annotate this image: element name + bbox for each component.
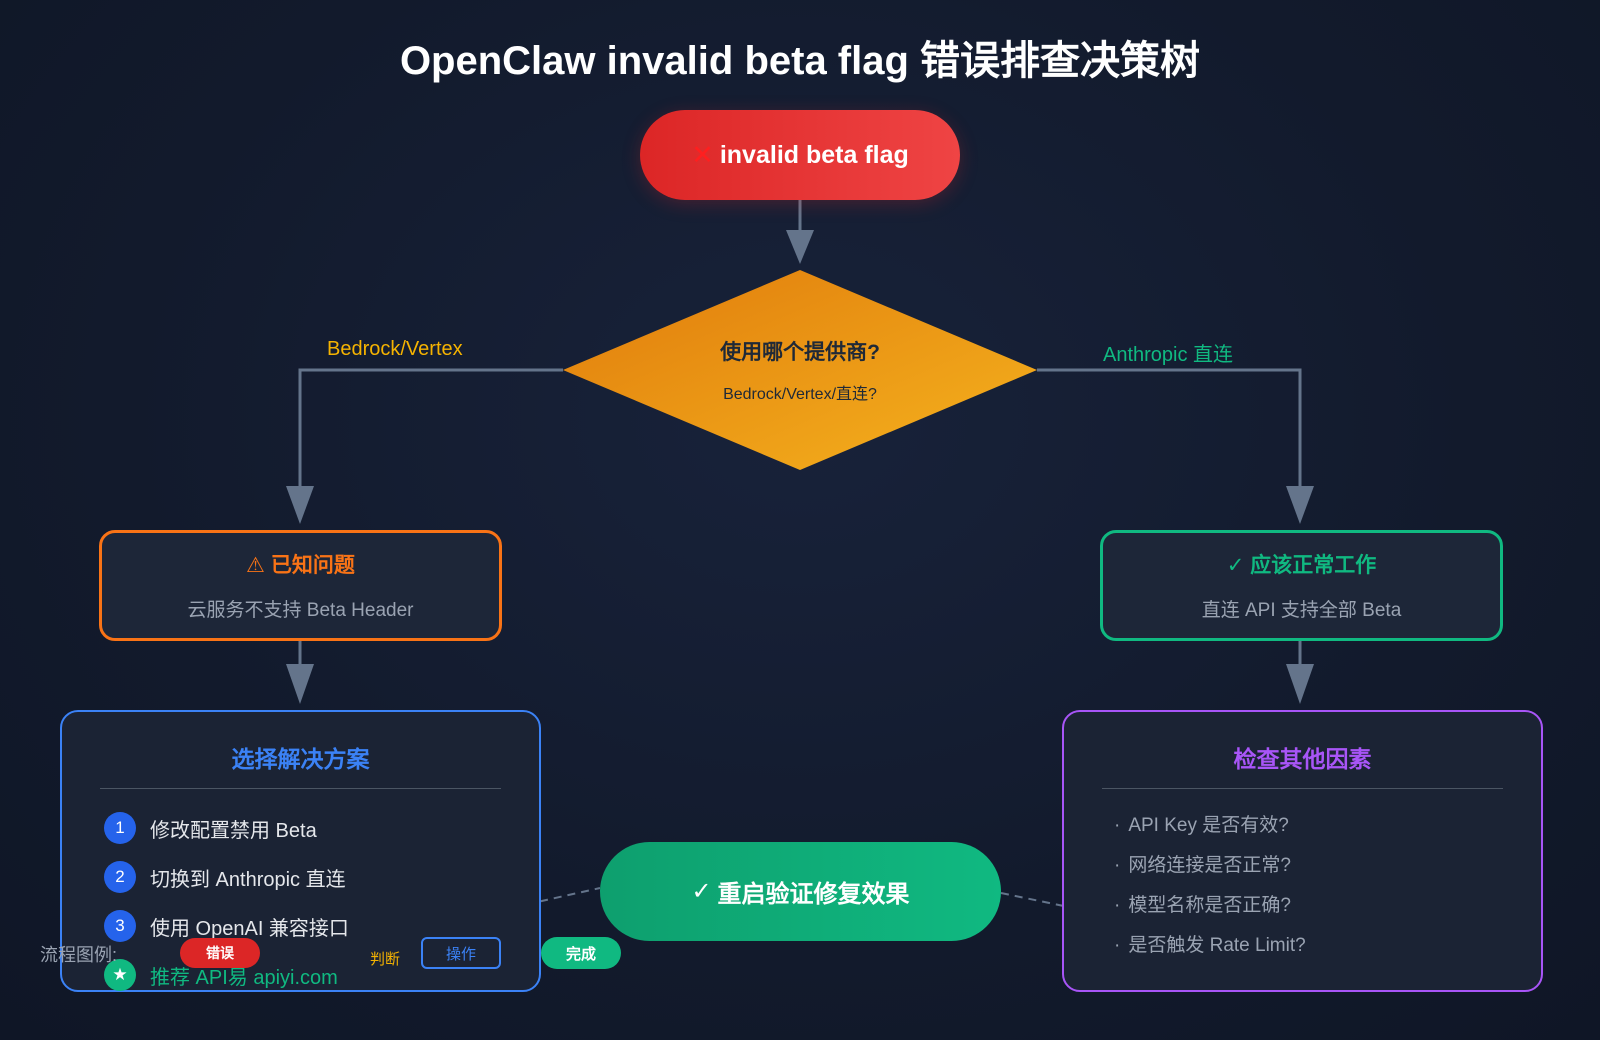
check-panel: 检查其他因素 ·API Key 是否有效? ·网络连接是否正常? ·模型名称是否… [1062,710,1543,992]
final-node: ✓ 重启验证修复效果 [600,842,1001,941]
warning-icon: ⚠ [246,554,265,577]
solution-item-text: 切换到 Anthropic 直连 [150,868,346,891]
connector-decision-right [1037,368,1302,488]
should-work-title: 应该正常工作 [1250,554,1377,577]
check-item-text: 网络连接是否正常? [1128,855,1291,876]
known-issue-desc: 云服务不支持 Beta Header [187,600,414,621]
legend-operation-label: 操作 [445,945,476,963]
legend-operation-swatch: 操作 [421,937,501,969]
solution-item: 3 使用 OpenAI 兼容接口 [104,910,349,942]
check-item: ·网络连接是否正常? [1114,855,1291,876]
check-item: ·模型名称是否正确? [1114,895,1291,916]
solution-item-text: 推荐 API易 apiyi.com [150,966,338,989]
decision-question: 使用哪个提供商? [720,341,880,364]
final-node-label: 重启验证修复效果 [717,881,910,908]
branch-label-left: Bedrock/Vertex [327,338,463,360]
check-icon: ✓ [1226,554,1245,577]
known-issue-node: ⚠ 已知问题 云服务不支持 Beta Header [99,530,502,641]
start-node-error: ✕ invalid beta flag [640,110,960,200]
step-number-badge: 1 [104,812,136,844]
step-number-badge: 2 [104,861,136,893]
star-icon: ★ [104,959,136,991]
check-panel-title: 检查其他因素 [1233,746,1372,772]
decision-node-text: 使用哪个提供商? Bedrock/Vertex/直连? [620,336,980,404]
arrow-head-decision [786,230,814,264]
step-number-badge: 3 [104,910,136,942]
check-item: ·API Key 是否有效? [1114,815,1289,836]
arrow-head-check [1286,664,1314,704]
decision-sub: Bedrock/Vertex/直连? [723,386,877,403]
divider [1102,788,1503,789]
check-item-text: API Key 是否有效? [1128,815,1289,836]
known-issue-title: 已知问题 [270,554,355,577]
solution-panel-title: 选择解决方案 [231,746,370,772]
arrow-head-known [286,486,314,524]
check-item-text: 是否触发 Rate Limit? [1128,935,1306,956]
solution-item: 1 修改配置禁用 Beta [104,812,317,844]
decision-diamond [563,270,1037,470]
legend-error-label: 错误 [206,945,234,961]
solution-item-text: 修改配置禁用 Beta [150,819,317,842]
arrow-head-ok [1286,486,1314,524]
divider [100,788,501,789]
check-icon: ✓ [691,878,712,905]
should-work-node: ✓ 应该正常工作 直连 API 支持全部 Beta [1100,530,1503,641]
start-node-label: invalid beta flag [719,140,909,169]
solution-item-recommended: ★ 推荐 API易 apiyi.com [104,959,338,991]
check-item-text: 模型名称是否正确? [1128,895,1291,916]
solution-panel: 选择解决方案 1 修改配置禁用 Beta 2 切换到 Anthropic 直连 … [60,710,541,992]
diagram-title: OpenClaw invalid beta flag 错误排查决策树 [399,39,1201,83]
legend-error-swatch: 错误 [180,938,260,968]
solution-item: 2 切换到 Anthropic 直连 [104,861,346,893]
legend-title: 流程图例: [40,945,118,965]
legend-judge-label: 判断 [370,951,401,968]
check-item: ·是否触发 Rate Limit? [1114,935,1306,956]
should-work-desc: 直连 API 支持全部 Beta [1201,600,1402,621]
connector-decision-left [298,368,563,488]
legend-done-swatch: 完成 [541,937,621,969]
branch-label-right: Anthropic 直连 [1103,344,1234,366]
arrow-head-solution [286,664,314,704]
close-icon: ✕ [691,139,714,170]
solution-item-text: 使用 OpenAI 兼容接口 [150,917,349,940]
legend-done-label: 完成 [565,945,596,963]
